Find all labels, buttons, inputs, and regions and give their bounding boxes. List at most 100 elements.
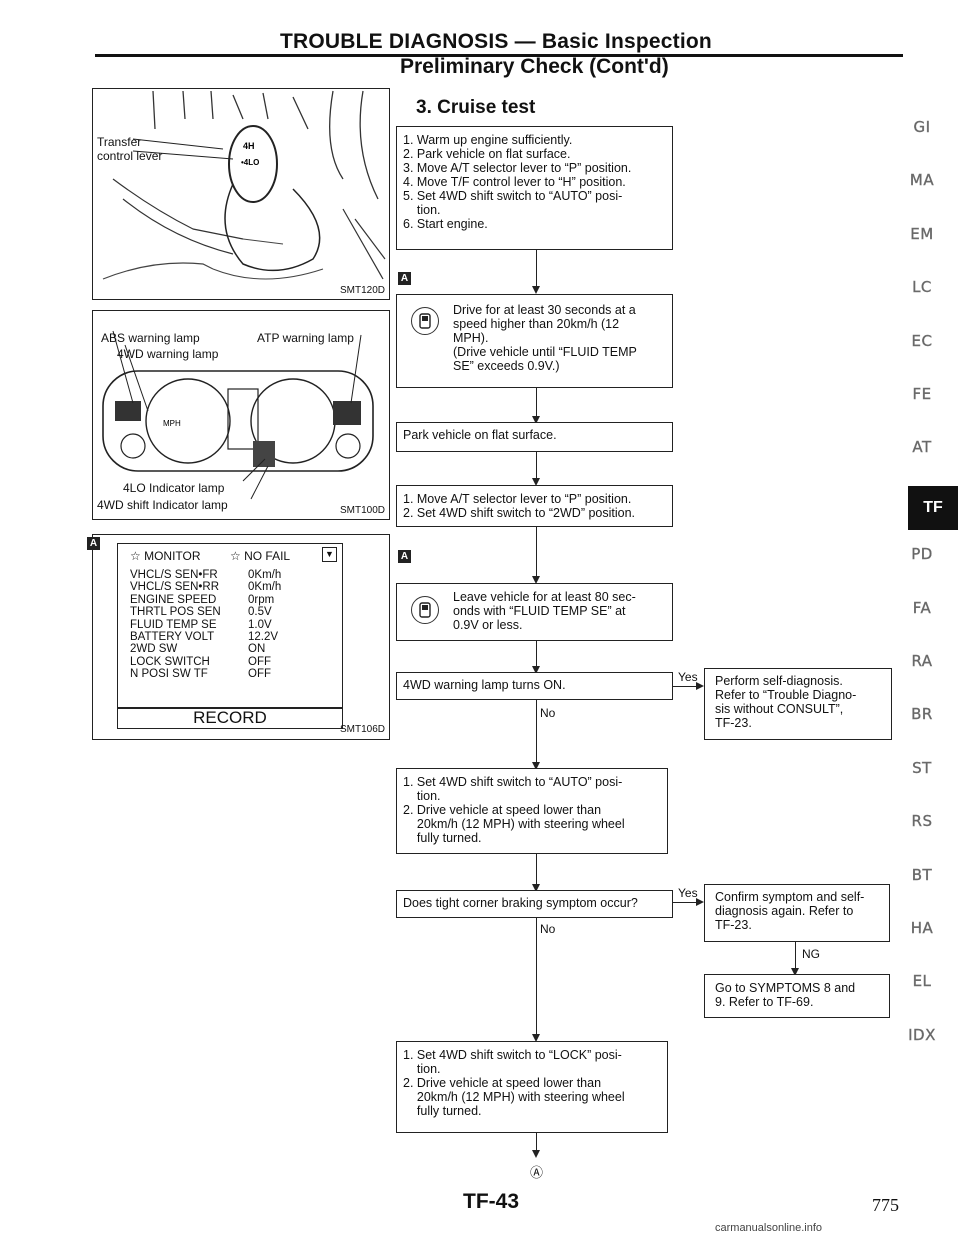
scroll-down-icon: ▼ — [322, 547, 337, 562]
arrow-down-icon — [532, 666, 540, 674]
connector-line — [536, 388, 537, 418]
text-line: 20km/h (12 MPH) with steering wheel — [403, 1090, 625, 1104]
page-number: 775 — [872, 1195, 899, 1215]
text-line: 4. Move T/F control lever to “H” positio… — [403, 175, 626, 189]
monitor-item-name: THRTL POS SEN — [130, 606, 221, 619]
side-index-tab[interactable]: MA — [909, 171, 935, 190]
arrow-right-icon — [696, 898, 704, 906]
yes-label: Yes — [678, 886, 698, 900]
arrow-down-icon — [532, 884, 540, 892]
figure-instrument-cluster: MPH ABS warning lamp ATP warning lamp 4W… — [92, 310, 390, 520]
text-line: Drive for at least 30 seconds at a — [453, 303, 636, 317]
text-line: 2. Drive vehicle at speed lower than — [403, 1076, 602, 1090]
side-index-tab[interactable]: HA — [910, 919, 934, 937]
side-index-tab[interactable]: AT — [912, 438, 932, 457]
side-index-tab[interactable]: EL — [912, 972, 932, 991]
side-index-tab[interactable]: EC — [911, 331, 933, 350]
text-line: diagnosis again. Refer to — [715, 904, 854, 918]
monitor-item-value: 0Km/h — [248, 581, 282, 594]
monitor-row: VHCL/S SEN•RR 0Km/h — [130, 581, 281, 593]
label-4wd-shift-lamp: 4WD shift Indicator lamp — [97, 498, 228, 512]
flow-yes-box-1: Perform self-diagnosis.Refer to “Trouble… — [704, 668, 892, 740]
svg-text:MPH: MPH — [163, 419, 181, 428]
figure-code: SMT106D — [339, 724, 385, 735]
watermark: carmanualsonline.info — [715, 1222, 823, 1234]
arrow-down-icon — [532, 576, 540, 584]
monitor-item-name: N POSI SW TF — [130, 668, 208, 681]
monitor-row: THRTL POS SEN 0.5V — [130, 606, 281, 618]
text-line: Confirm symptom and self- — [715, 890, 865, 904]
connector-line — [536, 452, 537, 479]
text-line: fully turned. — [403, 831, 482, 845]
side-index-tab[interactable]: PD — [911, 545, 933, 564]
side-index-tab[interactable]: EM — [910, 224, 934, 243]
text-line: TF-23. — [715, 716, 752, 730]
side-index-tab[interactable]: FA — [912, 598, 932, 617]
connector-line — [536, 918, 537, 1037]
monitor-item-value: 0rpm — [248, 593, 275, 606]
connector-line — [536, 527, 537, 577]
svg-text:4H: 4H — [243, 141, 255, 151]
text-line: tion. — [403, 203, 441, 217]
label-control-lever: control lever — [97, 149, 163, 163]
header-rule — [95, 54, 903, 57]
text-line: 1. Set 4WD shift switch to “LOCK” posi- — [403, 1048, 622, 1062]
text-line: 1. Warm up engine sufficiently. — [403, 133, 573, 147]
arrow-down-icon — [532, 762, 540, 770]
monitor-item-value: 0Km/h — [248, 569, 282, 581]
record-button: RECORD — [117, 707, 343, 729]
side-index-tab-active[interactable]: TF — [908, 485, 958, 530]
monitor-item-name: ENGINE SPEED — [130, 593, 217, 606]
text-line: tion. — [403, 1062, 441, 1076]
flow-step-6: 1. Set 4WD shift switch to “AUTO” posi- … — [396, 768, 668, 854]
arrow-down-icon — [532, 478, 540, 486]
side-index-tab[interactable]: FE — [912, 385, 932, 403]
arrow-down-icon — [532, 286, 540, 294]
marker-a: A — [398, 550, 411, 563]
monitor-item-name: FLUID TEMP SE — [130, 618, 217, 631]
monitor-item-value: 0.5V — [248, 606, 272, 619]
monitor-item-name: VHCL/S SEN•RR — [130, 581, 220, 594]
side-index-tab[interactable]: RS — [911, 812, 933, 831]
flow-question-1: 4WD warning lamp turns ON. — [396, 672, 673, 700]
side-index-tab[interactable]: ST — [912, 758, 932, 777]
marker-a: A — [398, 272, 411, 285]
yes-label: Yes — [678, 670, 698, 684]
text-line: Refer to “Trouble Diagno- — [715, 688, 857, 702]
step-5-text: Leave vehicle for at least 80 sec-onds w… — [453, 590, 636, 632]
connector-line — [536, 854, 537, 886]
text-line: 2. Park vehicle on flat surface. — [403, 147, 571, 161]
side-index-tab[interactable]: GI — [913, 118, 931, 136]
side-index-tab[interactable]: BT — [911, 865, 933, 884]
yes-box-2-text: Confirm symptom and self-diagnosis again… — [715, 890, 879, 932]
flow-step-5: Leave vehicle for at least 80 sec-onds w… — [396, 583, 673, 641]
monitor-item-value: OFF — [248, 668, 271, 681]
side-index-tab[interactable]: RA — [911, 652, 933, 670]
connector-line — [536, 250, 537, 287]
text-line: 1. Set 4WD shift switch to “AUTO” posi- — [403, 775, 623, 789]
monitor-item-value: ON — [248, 643, 266, 656]
figure-code: SMT100D — [339, 505, 385, 516]
svg-text:•4LO: •4LO — [241, 158, 259, 167]
arrow-down-icon — [532, 1150, 540, 1158]
side-index-tab[interactable]: BR — [911, 705, 933, 724]
instrument-cluster-illustration: MPH — [102, 330, 374, 500]
label-atp-lamp: ATP warning lamp — [257, 331, 354, 345]
monitor-row: N POSI SW TF OFF — [130, 668, 281, 680]
text-line: (Drive vehicle until “FLUID TEMP — [453, 345, 637, 359]
text-line: 1. Move A/T selector lever to “P” positi… — [403, 492, 632, 506]
text-line: MPH). — [453, 331, 489, 345]
monitor-header-right: ☆ NO FAIL — [230, 549, 291, 563]
no-label: No — [540, 706, 556, 720]
side-index-tab[interactable]: LC — [912, 278, 932, 297]
side-index-tab[interactable]: IDX — [908, 1025, 936, 1044]
